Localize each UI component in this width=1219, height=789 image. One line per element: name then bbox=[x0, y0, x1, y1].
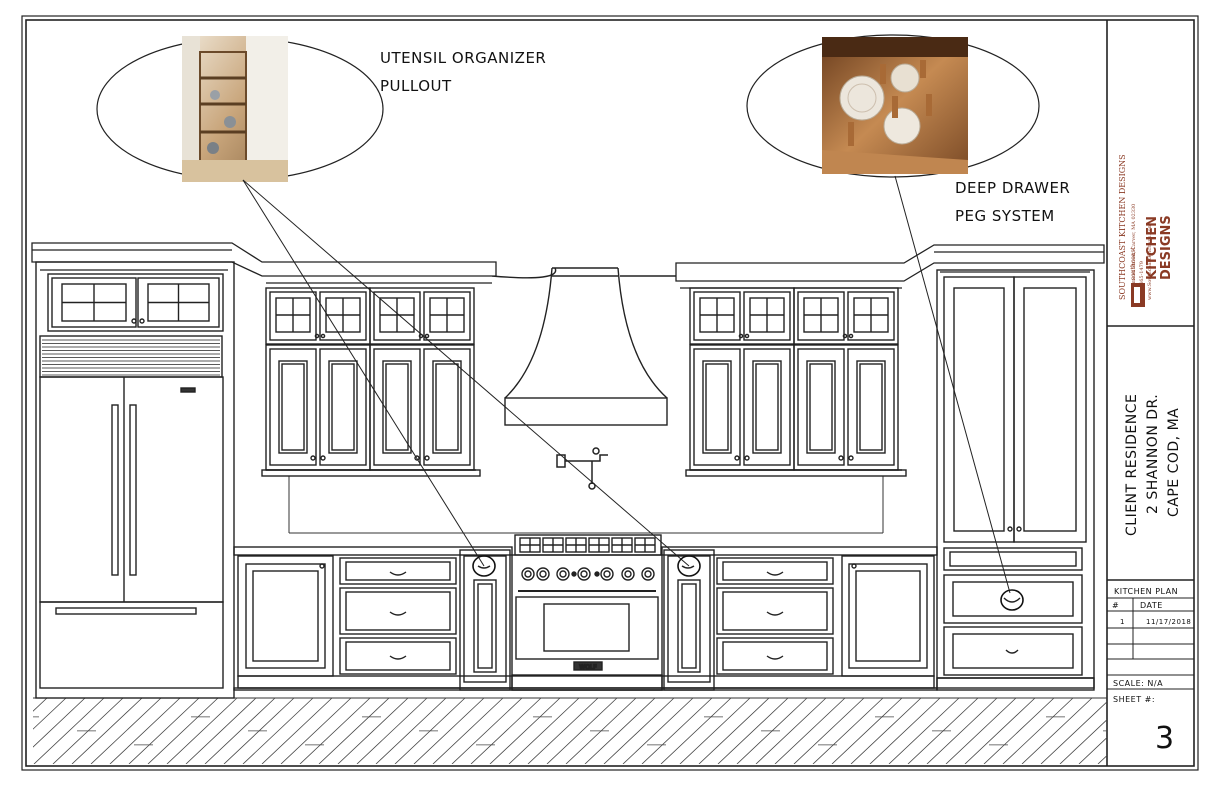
company-info: SOUTHCOAST KITCHEN DESIGNS bbox=[1118, 154, 1127, 300]
company-phone: (508) 465-1479 bbox=[1138, 261, 1145, 300]
upper-cabinets bbox=[261, 287, 907, 477]
client-line3: CAPE COD, MA bbox=[1166, 408, 1182, 517]
left-callout-line1: UTENSIL ORGANIZER bbox=[380, 49, 546, 67]
tall-pantry bbox=[936, 269, 1095, 691]
logo-word-2: DESIGNS bbox=[1159, 215, 1174, 280]
right-callout-line1: DEEP DRAWER bbox=[955, 179, 1070, 197]
callout-leader-lines bbox=[242, 175, 1011, 594]
company-address: 20 Tremont Street, Carver, MA 02330 bbox=[1131, 204, 1137, 300]
callout-markers bbox=[472, 555, 1024, 611]
client-line2: 2 SHANNON DR. bbox=[1145, 394, 1161, 514]
sheet-number: 3 bbox=[1155, 721, 1175, 756]
outer-border bbox=[21, 15, 1199, 771]
company-name: SOUTHCOAST KITCHEN DESIGNS bbox=[1118, 154, 1127, 300]
rev-header-date: DATE bbox=[1140, 601, 1163, 610]
inner-border bbox=[25, 19, 1195, 767]
range-badge: WOLF bbox=[579, 664, 597, 671]
left-callout-line2: PULLOUT bbox=[380, 77, 452, 95]
company-logo: southcoast KITCHEN DESIGNS bbox=[1130, 215, 1174, 307]
right-callout-line2: PEG SYSTEM bbox=[955, 207, 1055, 225]
sheet-label: SHEET #: bbox=[1113, 695, 1155, 704]
rev-1-date: 11/17/2018 bbox=[1146, 618, 1191, 626]
range-hood bbox=[491, 267, 676, 426]
refrigerator-column bbox=[35, 261, 235, 699]
rev-header-num: # bbox=[1112, 601, 1119, 610]
right-crown-molding bbox=[675, 244, 1105, 289]
company-web: www.SouthcoastKitchens.com bbox=[1147, 223, 1153, 300]
logo-small: southcoast bbox=[1130, 247, 1137, 280]
right-callout-ellipse bbox=[746, 34, 1040, 178]
backsplash bbox=[288, 476, 884, 534]
left-crown-molding bbox=[31, 242, 497, 284]
client-line1: CLIENT RESIDENCE bbox=[1124, 394, 1140, 536]
pot-filler-faucet bbox=[556, 447, 608, 490]
utensil-organizer-photo bbox=[182, 36, 288, 182]
logo-word-1: KITCHEN bbox=[1145, 216, 1160, 280]
plan-label: KITCHEN PLAN bbox=[1114, 587, 1178, 596]
scale-label: SCALE: N/A bbox=[1113, 679, 1163, 688]
floor-planks bbox=[33, 697, 1107, 764]
title-block: SOUTHCOAST KITCHEN DESIGNS 20 Tremont St… bbox=[1107, 154, 1194, 756]
peg-drawer-photo bbox=[822, 37, 968, 174]
wolf-range: WOLF bbox=[511, 534, 663, 691]
rev-1-num: 1 bbox=[1120, 618, 1125, 626]
